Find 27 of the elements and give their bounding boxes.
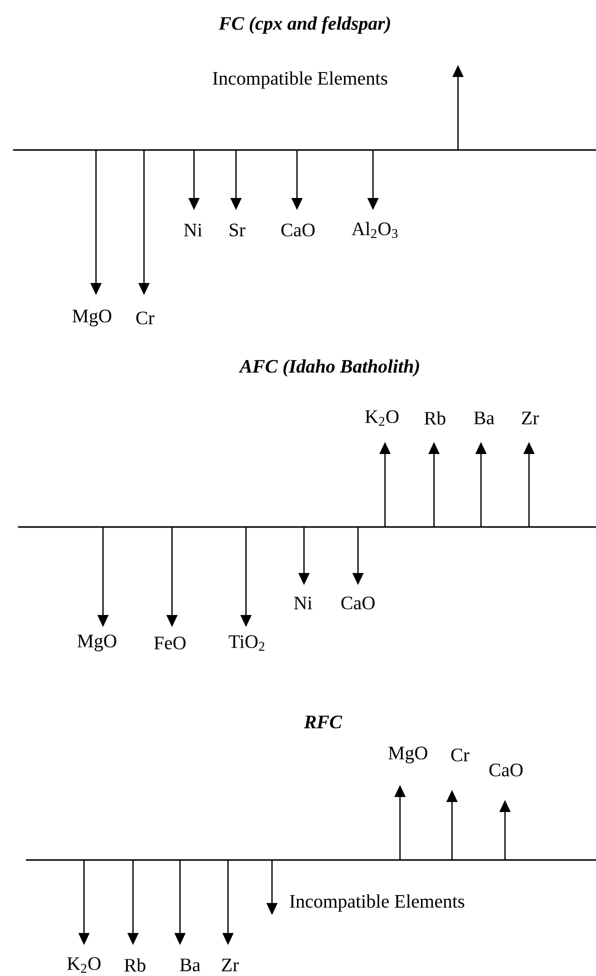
panel-heading: AFC (Idaho Batholith) <box>238 359 420 377</box>
element-label: MgO <box>78 634 116 652</box>
panel-heading: RFC <box>304 716 342 728</box>
element-label: K$_{2}$O <box>67 957 100 973</box>
element-label: Ni <box>184 224 202 236</box>
element-label: CaO <box>489 764 523 776</box>
element-label: Zr <box>522 412 539 424</box>
element-label: Ni <box>294 596 312 610</box>
element-label: Cr <box>451 748 470 762</box>
element-label: Incompatible Elements <box>290 894 464 912</box>
element-label: K$_{2}$O <box>365 410 398 426</box>
element-label: Ba <box>180 958 200 972</box>
element-label: Cr <box>136 312 154 324</box>
element-label: MgO <box>72 310 112 326</box>
element-label: Rb <box>124 958 146 972</box>
element-label: Incompatible Elements <box>212 71 388 89</box>
panel-heading: FC (cpx and feldspar) <box>218 16 390 34</box>
element-label: Rb <box>424 411 446 425</box>
element-label: CaO <box>281 224 315 236</box>
element-label: Sr <box>230 224 246 236</box>
element-label: TiO$_{2}$ <box>228 635 264 651</box>
element-label: Zr <box>222 958 239 972</box>
element-label: Al$_{2}$O$_{3}$ <box>352 222 398 238</box>
element-label: Ba <box>474 412 494 424</box>
element-label: CaO <box>341 596 375 610</box>
element-label: MgO <box>388 746 428 764</box>
element-label: FeO <box>154 636 186 650</box>
